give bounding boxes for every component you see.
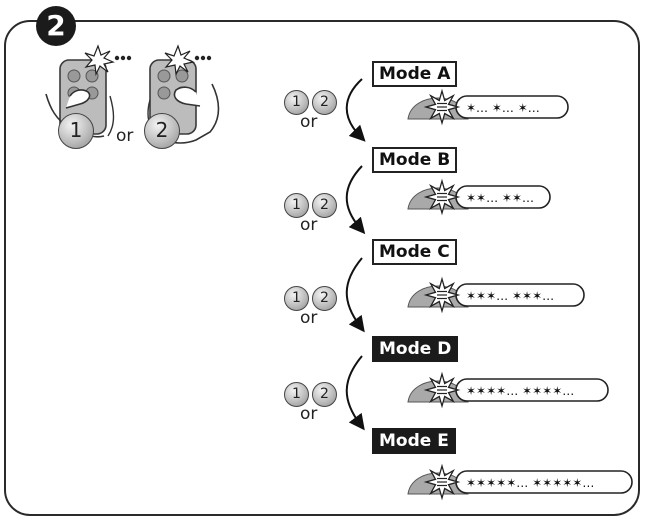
pair-or-text: or (300, 308, 318, 328)
curved-arrow-down-icon (345, 257, 365, 333)
mode-e-label: Mode E (372, 428, 456, 454)
blink-pattern-text: ✶… ✶… ✶… (466, 101, 540, 115)
mode-a-label: Mode A (372, 61, 458, 87)
mode-c-label: Mode C (372, 239, 457, 265)
curved-arrow-down-icon (345, 165, 366, 235)
curved-arrow-down-icon (345, 355, 365, 431)
button-2-icon: 2 (312, 286, 337, 311)
blink-pattern-text: ✶✶✶✶… ✶✶✶✶… (466, 384, 574, 398)
led-flash-icon (84, 44, 132, 77)
button-2-icon: 2 (312, 90, 337, 115)
led-flash-icon (164, 44, 212, 77)
blink-pattern-text: ✶✶✶✶✶… ✶✶✶✶✶… (466, 476, 594, 490)
button-1-icon: 1 (284, 193, 309, 218)
button-1-icon: 1 (284, 286, 309, 311)
mode-d-label: Mode D (372, 336, 459, 362)
pair-or-text: or (300, 215, 318, 235)
button-2-icon: 2 (312, 193, 337, 218)
pair-or-text: or (300, 404, 318, 424)
button-1-icon: 1 (284, 382, 309, 407)
option-2-button-icon: 2 (144, 113, 180, 149)
pair-or-text: or (300, 112, 318, 132)
diagram-frame (4, 20, 640, 516)
blink-pattern-text: ✶✶✶… ✶✶✶… (466, 289, 554, 303)
step-number-badge: 2 (36, 6, 76, 46)
button-1-icon: 1 (284, 90, 309, 115)
mode-b-label: Mode B (372, 147, 458, 173)
button-2-icon: 2 (312, 382, 337, 407)
intro-or-text: or (116, 126, 134, 146)
blink-pattern-text: ✶✶… ✶✶… (466, 191, 534, 205)
curved-arrow-down-icon (345, 78, 366, 142)
option-1-button-icon: 1 (58, 113, 94, 149)
